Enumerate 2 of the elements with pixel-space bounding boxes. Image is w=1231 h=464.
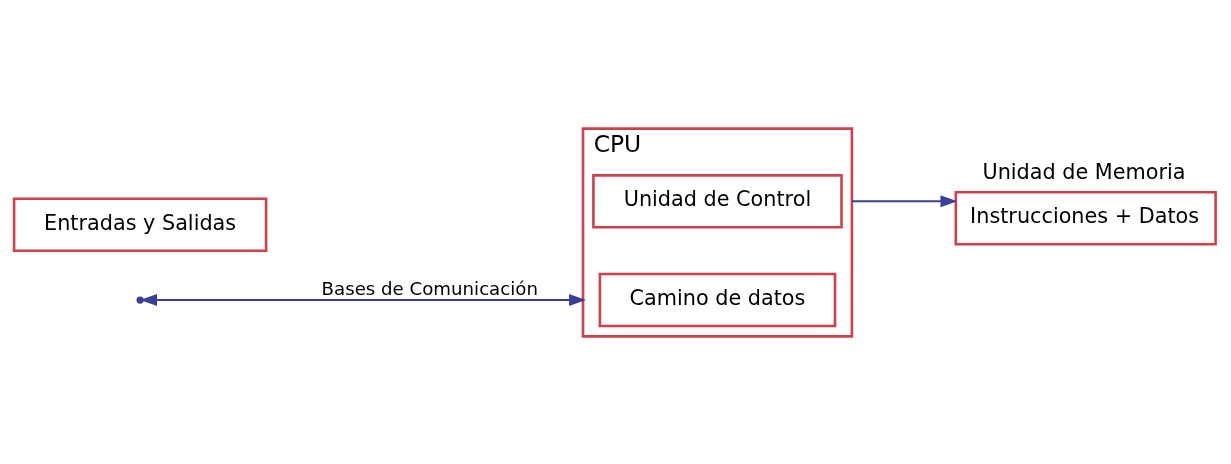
edge-label: Bases de Comunicación: [321, 277, 538, 299]
node-label: Unidad de Memoria: [982, 159, 1186, 184]
